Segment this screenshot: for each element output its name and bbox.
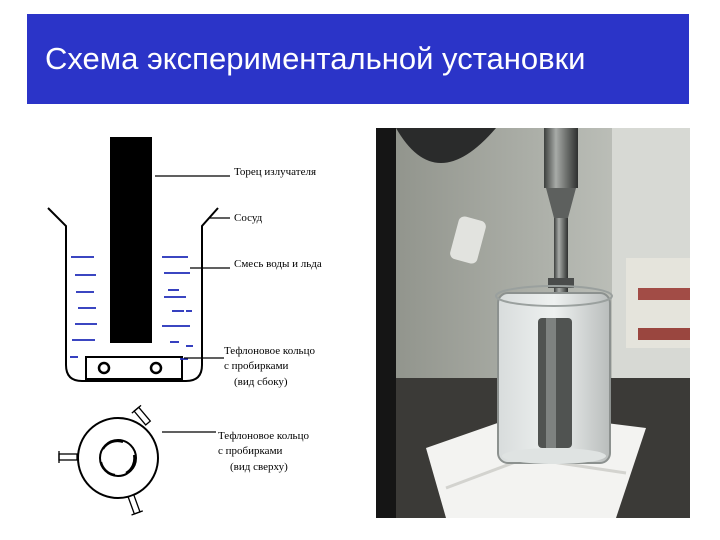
label-water-ice: Смесь воды и льда — [234, 258, 322, 270]
setup-photo — [376, 128, 690, 518]
label-ring-top-line1: Тефлоновое кольцо — [218, 430, 309, 442]
teflon-ring-top — [77, 417, 159, 499]
water-ice-mix — [70, 256, 193, 360]
label-ring-top-line2: с пробирками — [218, 445, 283, 457]
label-vessel: Сосуд — [234, 212, 263, 224]
label-ring-side-line3: (вид сбоку) — [234, 376, 288, 388]
emitter-rod — [110, 137, 152, 343]
label-ring-top-line3: (вид сверху) — [230, 461, 288, 473]
setup-photo-drawing — [376, 128, 690, 518]
page-title: Схема экспериментальной установки — [45, 41, 586, 76]
tube-hole-right — [149, 361, 163, 375]
label-emitter-end: Торец излучателя — [234, 166, 316, 178]
leader-lines — [155, 175, 230, 433]
test-tubes — [58, 404, 152, 516]
label-ring-side-line1: Тефлоновое кольцо — [224, 345, 315, 357]
tube-hole-left — [97, 361, 111, 375]
title-bar: Схема экспериментальной установки — [27, 14, 689, 104]
label-ring-side-line2: с пробирками — [224, 360, 289, 372]
vessel-outline — [47, 207, 219, 382]
setup-schematic: Торец излучателя Сосуд Смесь воды и льда… — [47, 137, 322, 516]
